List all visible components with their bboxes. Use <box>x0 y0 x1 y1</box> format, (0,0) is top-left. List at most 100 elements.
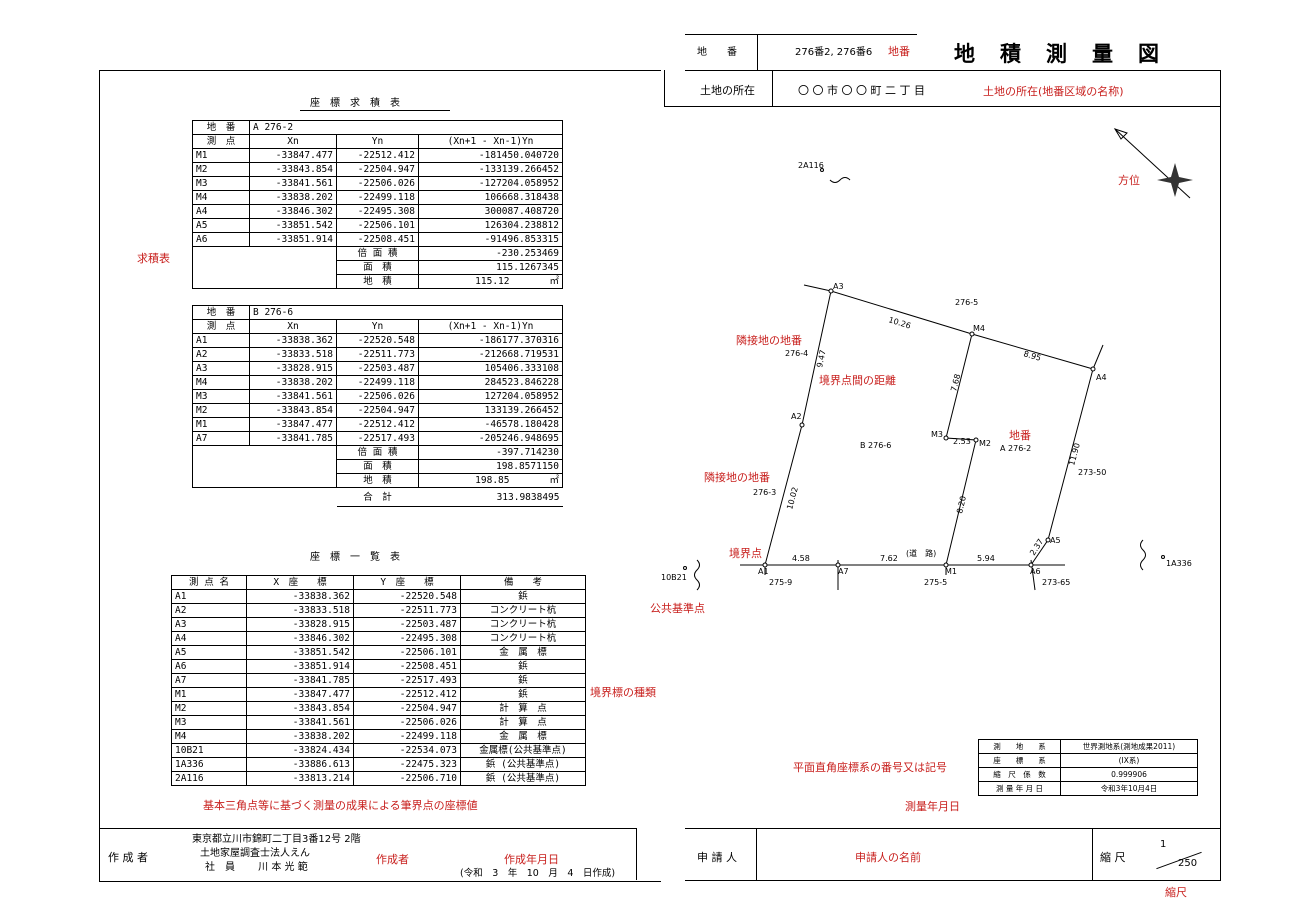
distance-label: 7.68 <box>949 373 962 392</box>
distance-label: 2.53 <box>953 437 971 446</box>
point-marker <box>973 437 979 443</box>
marker-types-note: 境界標の種類 <box>590 686 656 699</box>
applicant-label: 申 請 人 <box>697 851 737 864</box>
coord-list-table: 測 点 名 X 座 標 Y 座 標 備 考 A1-33838.362-22520… <box>171 575 586 786</box>
distance-label: 4.58 <box>792 554 810 563</box>
point-label-m2: M2 <box>979 439 991 448</box>
boundary-point-note: 境界点 <box>729 547 762 560</box>
land-area-unit: ㎡ <box>549 276 559 287</box>
point-label-a5: A5 <box>1050 536 1061 545</box>
point-marker <box>835 562 841 568</box>
point-marker <box>820 168 824 172</box>
distance-label: 9.47 <box>815 349 828 368</box>
distance-label: 7.62 <box>880 554 898 563</box>
blank-cell <box>192 459 250 474</box>
scale-label: 縮 尺 <box>1100 851 1126 864</box>
table-cell: -33841.785 <box>249 431 337 446</box>
creator-company: 土地家屋調査士法人えん <box>200 848 310 859</box>
table-row: A7-33841.785-22517.493-205246.948695 <box>192 431 563 446</box>
point-marker <box>943 562 949 568</box>
chiban-divider <box>757 34 758 70</box>
table-cell: 0.999906 <box>1059 767 1199 782</box>
location-value: 〇 〇 市 〇 〇 町 二 丁 目 <box>798 84 925 97</box>
point-label-m1: M1 <box>945 567 957 576</box>
lot-label-a: A 276-2 <box>1000 444 1031 453</box>
road-label: (道 路) <box>906 548 936 558</box>
applicant-name-note: 申請人の名前 <box>855 851 921 864</box>
table-b: 地 番 B 276-6 測 点 Xn Yn (Xn+1 - Xn-1)Yn A1… <box>192 305 563 507</box>
footer-applicant-divider <box>756 828 757 880</box>
neighbor-lot: 273-65 <box>1042 578 1070 587</box>
location-divider <box>772 70 773 107</box>
creator-note: 作成者 <box>376 853 409 866</box>
point-label-a1: A1 <box>758 567 769 576</box>
ref-point-10b21: 10B21 <box>661 573 687 582</box>
footer-scale-divider <box>1092 828 1093 880</box>
orientation-note: 方位 <box>1118 174 1140 187</box>
creator-person: 社 員 川 本 光 範 <box>205 862 308 873</box>
blank-cell <box>192 473 250 488</box>
table-cell: 座 標 系 <box>978 753 1061 768</box>
public-reference-note: 公共基準点 <box>650 602 705 615</box>
scale-numerator: 1 <box>1160 839 1167 850</box>
list-title: 座 標 一 覧 表 <box>310 552 400 563</box>
table-cell: 鋲 (公共基準点) <box>460 771 586 786</box>
blank-cell <box>192 274 250 289</box>
neighbor-lot: 276-5 <box>955 298 978 307</box>
right-frame-top <box>685 70 1220 71</box>
survey-date-note: 測量年月日 <box>905 800 960 813</box>
left-frame <box>99 70 661 882</box>
point-marker <box>1161 555 1165 559</box>
boundary-line <box>1092 344 1104 370</box>
location-left-border <box>664 70 665 107</box>
point-label-a7: A7 <box>838 567 849 576</box>
table-cell: 2A116 <box>171 771 247 786</box>
land-area-label: 地 積 <box>336 473 419 488</box>
adjacent-lot-note: 隣接地の地番 <box>704 471 770 484</box>
boundary-line <box>803 284 832 292</box>
table-cell: 測 量 年 月 日 <box>978 781 1061 796</box>
point-label-m3: M3 <box>931 430 943 439</box>
point-marker <box>762 562 768 568</box>
chiban-value: 276番2, 276番6 <box>795 47 873 58</box>
creation-date: (令和 3 年 10 月 4 日作成) <box>460 868 616 879</box>
distance-label: 8.95 <box>1022 349 1042 363</box>
land-area-value: 198.85 <box>475 475 510 486</box>
blank-cell <box>249 473 337 488</box>
coord-system-note: 平面直角座標系の番号又は記号 <box>793 761 947 774</box>
neighbor-lot: 273-50 <box>1078 468 1106 477</box>
right-frame-mid <box>664 106 1220 107</box>
total-label: 合 計 <box>336 487 419 507</box>
footer-right-top-rule <box>685 828 1220 829</box>
distance-label: 10.26 <box>887 315 912 330</box>
point-marker <box>799 422 805 428</box>
neighbor-lot: 276-4 <box>785 349 808 358</box>
boundary-line <box>764 290 1094 566</box>
distance-label: 8.20 <box>955 495 968 514</box>
blank-cell <box>192 246 250 261</box>
ref-point-1a336: 1A336 <box>1166 559 1192 568</box>
table-cell: A6 <box>192 232 250 247</box>
neighbor-lot: 276-3 <box>753 488 776 497</box>
point-label-a3: A3 <box>833 282 844 291</box>
scale-denominator: 250 <box>1178 858 1198 869</box>
footer-left-right-rule <box>636 828 637 880</box>
chiban-label: 地 番 <box>697 47 737 58</box>
distance-note: 境界点間の距離 <box>819 374 896 387</box>
page-title: 地 積 測 量 図 <box>954 42 1161 66</box>
point-marker <box>1028 562 1034 568</box>
ref-point-2a116: 2A116 <box>798 161 824 170</box>
